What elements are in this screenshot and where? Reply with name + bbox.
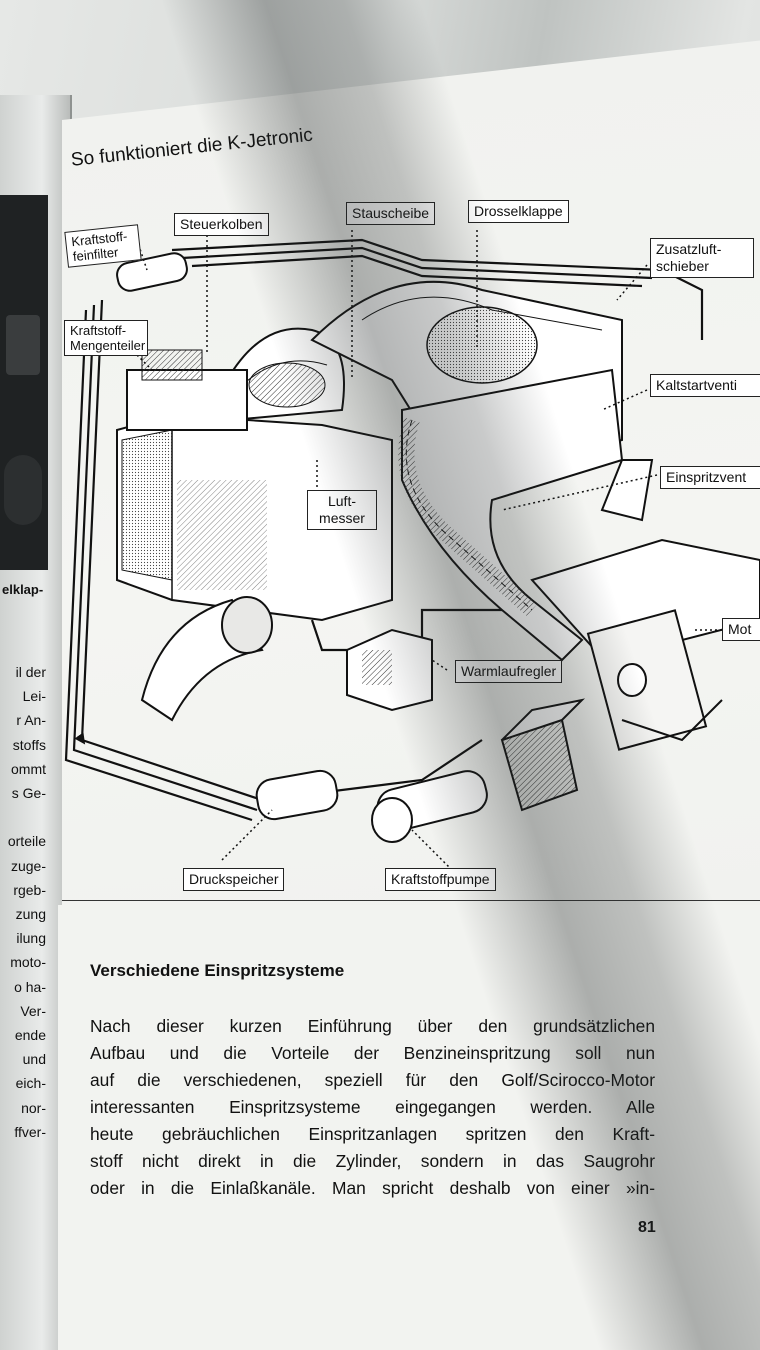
- label-warmlaufregler: Warmlaufregler: [455, 660, 563, 683]
- left-page-caption: elklap-: [2, 582, 44, 597]
- label-einspritzventil: Einspritzvent: [660, 466, 760, 489]
- label-luftmesser: Luft- messer: [307, 490, 377, 530]
- left-page-line: rgeb-: [13, 881, 46, 898]
- left-page-line: orteile: [7, 833, 46, 850]
- left-page-line: zung: [15, 906, 46, 923]
- left-page-line: s Ge-: [11, 785, 46, 802]
- body-line: Nach dieser kurzen Einführung über den g…: [90, 1016, 655, 1036]
- left-page-line: eich-: [15, 1075, 46, 1092]
- page-number: 81: [638, 1219, 656, 1236]
- left-page-line: ommt: [11, 760, 46, 777]
- label-motor: Mot: [722, 618, 760, 641]
- fuel-distributor: [126, 349, 248, 431]
- left-page-line: moto-: [10, 954, 46, 971]
- label-kaltstartventil: Kaltstartventi: [650, 374, 760, 397]
- fuel-tank: [500, 698, 586, 812]
- engine-cylinder: [530, 459, 760, 751]
- left-page-line: ilung: [16, 930, 46, 947]
- left-page-line: Ver-: [20, 1002, 46, 1019]
- right-page-lower: [58, 905, 760, 1350]
- body-line: interessanten Einspritzsysteme eingegang…: [90, 1097, 655, 1117]
- label-druckspeicher: Druckspeicher: [183, 868, 285, 891]
- body-line: heute gebräuchlichen Einspritzanlagen sp…: [90, 1124, 655, 1144]
- left-page-line: r An-: [16, 712, 46, 729]
- label-zusatzluftschieber: Zusatzluft- schieber: [650, 238, 754, 278]
- left-page-line: nor-: [21, 1099, 46, 1116]
- fuel-filter: [116, 252, 188, 292]
- left-page-line: stoffs: [12, 736, 46, 753]
- left-page-line: o ha-: [14, 978, 46, 995]
- label-kraftstofffilter: Kraftstoff- feinfilter: [64, 224, 142, 268]
- body-line: Aufbau und die Vorteile der Benzineinspr…: [90, 1043, 655, 1063]
- left-page-line: ende: [14, 1027, 46, 1044]
- left-page-line: zuge-: [10, 857, 46, 874]
- fuel-pump: [371, 770, 488, 843]
- body-line: oder in die Einlaßkanäle. Man spricht de…: [90, 1178, 655, 1198]
- intake-manifold: [398, 368, 624, 662]
- body-line: auf die verschiedenen, speziell für den …: [90, 1070, 655, 1090]
- left-page-line: il der: [15, 664, 46, 680]
- left-page-line: und: [22, 1051, 46, 1068]
- label-kraftstoffpumpe: Kraftstoffpumpe: [385, 868, 496, 891]
- left-page-line: ffver-: [14, 1123, 46, 1140]
- left-page-line: [0, 805, 46, 829]
- label-steuerkolben: Steuerkolben: [174, 213, 269, 236]
- warm-up-regulator: [346, 628, 433, 712]
- left-page-photo: [0, 195, 48, 570]
- label-drosselklappe: Drosselklappe: [468, 200, 569, 223]
- label-mengenteiler: Kraftstoff- Mengenteiler: [64, 320, 148, 356]
- left-page-line: Lei-: [22, 688, 46, 705]
- accumulator: [255, 769, 339, 821]
- section-divider: [62, 900, 760, 901]
- label-stauscheibe: Stauscheibe: [346, 202, 436, 225]
- section-heading: Verschiedene Einspritzsysteme: [90, 961, 345, 980]
- section-body: Nach dieser kurzen Einführung über den g…: [90, 1013, 655, 1202]
- k-jetronic-diagram: [64, 230, 760, 871]
- body-line: stoff nicht direkt in die Zylinder, sond…: [90, 1151, 655, 1171]
- air-flow-meter: [225, 327, 345, 422]
